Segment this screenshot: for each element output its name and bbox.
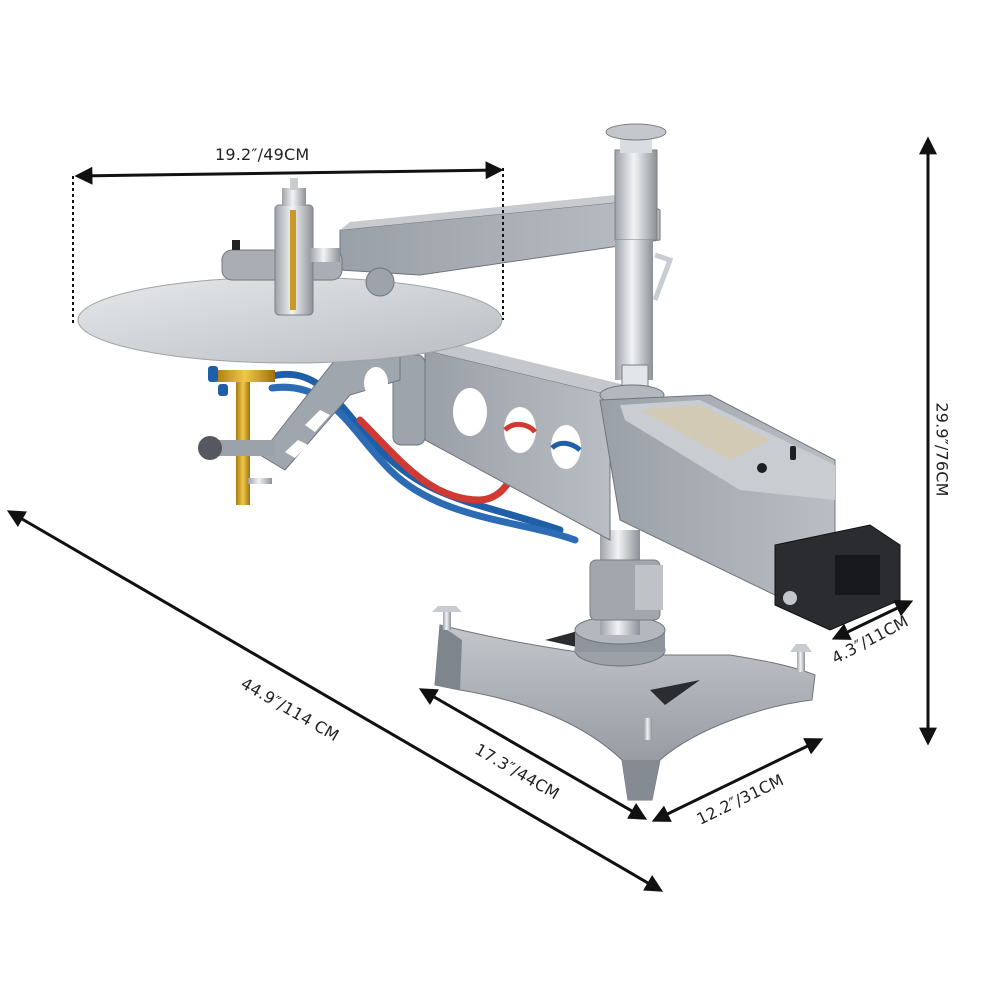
lower-arm xyxy=(392,340,625,541)
leveling-screw xyxy=(432,606,462,630)
arm-hole xyxy=(504,407,536,453)
vertical-post xyxy=(599,123,674,406)
speed-knob[interactable] xyxy=(757,463,767,473)
height-adjust-wheel xyxy=(605,123,667,141)
base-length-arrow xyxy=(418,688,648,820)
nameplate xyxy=(640,405,770,460)
tracing-knob xyxy=(365,267,395,297)
height-label: 29.9″/76CM xyxy=(932,402,952,497)
handle-width-arrow xyxy=(831,600,914,640)
base-width-arrow xyxy=(651,738,824,822)
column xyxy=(589,530,663,635)
leveling-screw xyxy=(790,644,812,672)
total-length-arrow xyxy=(6,510,664,892)
gas-valve-knob xyxy=(208,366,218,382)
arm-hole xyxy=(551,425,581,469)
cutting-torch xyxy=(198,366,275,505)
dimension-lines xyxy=(6,136,937,892)
torch-adjust-knob xyxy=(198,436,222,460)
template-width-arrow xyxy=(74,161,504,185)
gas-valve-knob xyxy=(218,384,228,396)
power-toggle-switch[interactable] xyxy=(790,446,796,460)
arm-hole xyxy=(453,388,487,436)
leveling-screw xyxy=(644,718,652,740)
torch-bracket xyxy=(259,354,401,471)
template-width-label: 19.2″/49CM xyxy=(215,145,310,164)
